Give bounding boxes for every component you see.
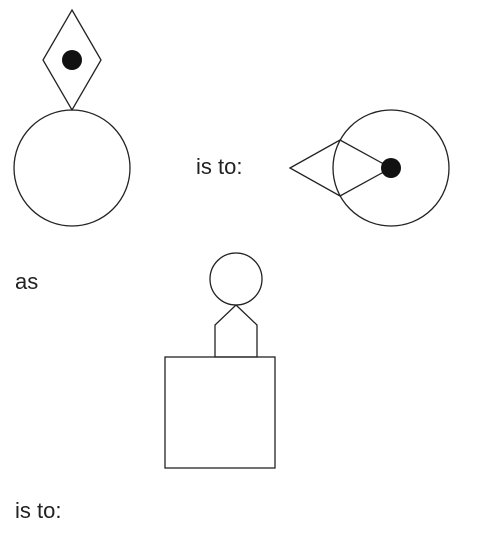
figure-a-dot [62,50,82,70]
is-to-label-second: is to: [15,498,62,523]
figure-a-circle [13,109,131,227]
is-to-label-first: is to: [196,154,243,179]
as-label: as [15,269,39,294]
figure-b-circle [332,109,450,227]
figure-b [288,109,450,227]
figure-c [164,252,276,469]
figure-a-diamond [42,8,102,112]
figure-b-kite [288,139,393,197]
figure-c-square [164,356,276,469]
figure-b-dot [381,158,401,178]
figure-c-small-circle [209,252,263,306]
figure-a [13,8,131,227]
figure-c-pentagon [214,304,258,358]
